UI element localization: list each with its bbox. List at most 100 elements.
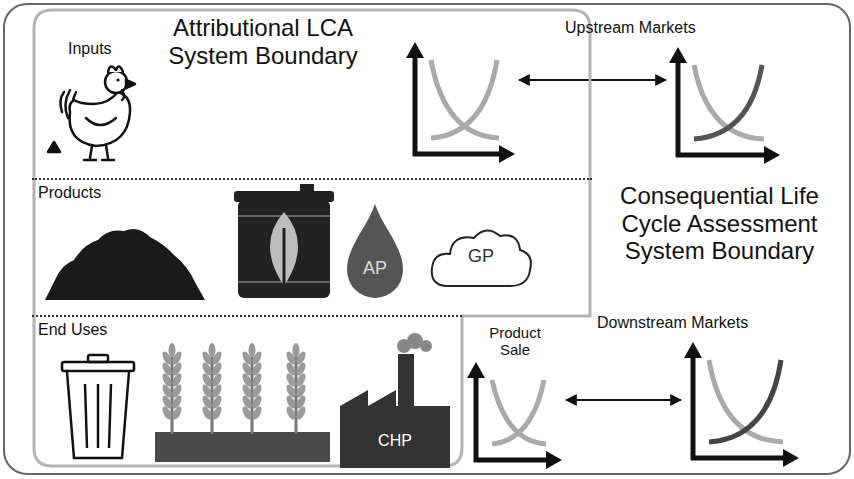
biofuel-barrel <box>283 228 286 294</box>
graph-heading: Upstream Markets <box>565 19 696 37</box>
supply-demand-graph <box>691 356 696 460</box>
wheat-field <box>161 394 174 410</box>
supply-demand-graph <box>709 360 783 442</box>
wheat-field <box>161 372 174 388</box>
chicken-icon <box>86 118 116 125</box>
wheat-field <box>171 361 184 377</box>
wheat-field <box>201 383 214 399</box>
wheat-field <box>251 361 264 377</box>
band-heading: Inputs <box>68 40 112 58</box>
wheat-field <box>251 383 264 399</box>
wheat-field <box>285 361 298 377</box>
wheat-field <box>211 383 224 399</box>
wheat-field <box>251 394 264 410</box>
trash-bin <box>97 384 100 448</box>
wheat-field <box>161 383 174 399</box>
drop-shape-outline <box>343 202 407 302</box>
supply-demand-graph <box>413 152 501 157</box>
chicken-icon <box>48 66 135 160</box>
wheat-field <box>171 372 184 388</box>
supply-demand-graph <box>694 65 762 139</box>
market-graph-outline <box>683 340 801 466</box>
wheat-field <box>295 383 308 399</box>
wheat-field <box>155 432 330 462</box>
wheat-field <box>241 361 254 377</box>
supply-demand-graph <box>492 380 544 444</box>
supply-demand-graph <box>691 456 785 461</box>
market-graph: Product Sale <box>466 322 564 468</box>
chicken-icon <box>84 145 114 160</box>
end-uses-band: End UsesCHP <box>32 315 462 468</box>
supply-demand-graph <box>467 362 562 469</box>
wheat-field <box>201 361 214 377</box>
supply-demand-graph <box>783 449 799 467</box>
supply-demand-graph <box>413 56 418 156</box>
drop-shape-outline <box>347 204 403 298</box>
wheat-field <box>241 405 254 421</box>
product-label: GP <box>428 246 534 267</box>
wheat-field <box>169 343 176 357</box>
supply-demand-graph <box>406 42 424 58</box>
chicken-icon <box>105 71 127 93</box>
wheat-field <box>201 405 214 421</box>
wheat-field <box>171 383 184 399</box>
supply-demand-graph <box>474 458 548 463</box>
trash-bin <box>85 384 87 448</box>
wheat-field <box>293 343 300 357</box>
graph-heading: Downstream Markets <box>597 314 748 332</box>
supply-demand-graph <box>406 42 515 163</box>
attributional-boundary-outline <box>34 10 590 466</box>
wheat-field <box>171 405 184 421</box>
market-graph: Upstream Markets <box>668 45 782 163</box>
attributional-boundary: Attributional LCA System Boundary InputsP… <box>32 8 592 468</box>
wheat-field <box>295 361 308 377</box>
supply-demand-graph <box>431 60 497 138</box>
inputs-band: Inputs <box>32 8 592 178</box>
wheat-field <box>295 372 308 388</box>
wheat-field <box>285 405 298 421</box>
wheat-field <box>209 343 216 357</box>
digestate-pile <box>45 229 205 300</box>
supply-demand-graph <box>676 153 766 158</box>
supply-demand-graph <box>492 380 546 444</box>
wheat-field <box>201 394 214 410</box>
wheat-field <box>201 372 214 388</box>
supply-demand-graph <box>669 47 780 164</box>
trash-bin <box>109 384 111 448</box>
supply-demand-graph <box>676 61 681 157</box>
boundary-title: Attributional LCA System Boundary <box>168 14 358 69</box>
wheat-field <box>295 394 308 410</box>
supply-demand-graph <box>546 451 562 469</box>
biofuel-barrel <box>238 200 330 298</box>
consequential-boundary: Consequential Life Cycle Assessment Syst… <box>3 3 851 475</box>
wheat-field <box>161 405 174 421</box>
chicken-icon <box>48 142 60 152</box>
band-heading: Products <box>38 184 101 202</box>
supply-demand-graph <box>764 146 780 164</box>
chicken-icon <box>122 90 124 100</box>
wheat-field <box>155 343 330 462</box>
cloud-shape: GP <box>428 224 534 294</box>
market-graph <box>405 40 517 162</box>
wheat-field <box>211 394 224 410</box>
boundary-title: Consequential Life Cycle Assessment Syst… <box>592 182 847 265</box>
supply-demand-graph <box>709 360 781 442</box>
wheat-field <box>211 372 224 388</box>
supply-demand-graph <box>669 47 687 63</box>
trash-bin <box>62 355 134 458</box>
wheat-field <box>161 361 174 377</box>
wheat-field <box>211 361 224 377</box>
chp-plant: CHP <box>338 332 452 468</box>
wheat-field <box>285 372 298 388</box>
double-arrow <box>566 399 681 401</box>
digestate-pile <box>45 229 205 300</box>
wheat-field <box>285 394 298 410</box>
market-graph-outline <box>405 40 517 162</box>
wheat-field <box>249 343 256 357</box>
chicken-icon <box>116 78 119 81</box>
graph-heading: Product Sale <box>478 324 552 359</box>
product-label: AP <box>343 258 407 279</box>
trash-bin <box>62 362 134 371</box>
market-graph-outline <box>668 45 782 163</box>
plant-label: CHP <box>340 432 450 450</box>
